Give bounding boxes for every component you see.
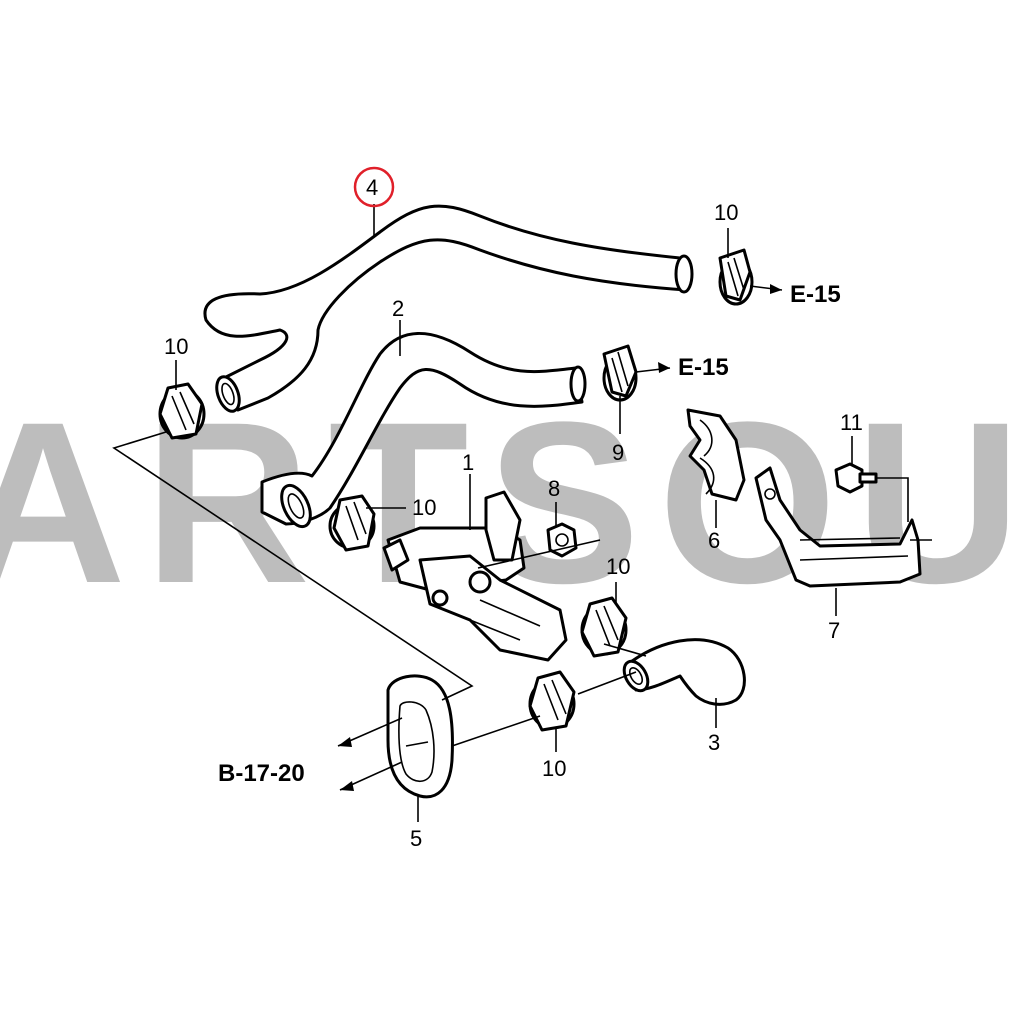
callout-7: 7: [828, 618, 840, 643]
callout-6: 6: [708, 528, 720, 553]
clamp-part-10-mid[interactable]: [602, 344, 638, 402]
clamp-part-10-right[interactable]: [580, 596, 628, 658]
callout-10-right: 10: [606, 554, 630, 579]
leader-lines: [112, 204, 932, 822]
bolt-part-11[interactable]: [834, 462, 878, 494]
ref-e15-top[interactable]: E-15: [790, 281, 841, 308]
clip-part-6[interactable]: [686, 408, 746, 502]
callout-10-bottom: 10: [542, 756, 566, 781]
callout-8: 8: [548, 476, 560, 501]
hose-part-3[interactable]: [619, 638, 746, 706]
ref-b17-20[interactable]: B-17-20: [218, 760, 305, 787]
callout-10-center: 10: [412, 495, 436, 520]
callout-9: 9: [612, 440, 624, 465]
callout-1: 1: [462, 450, 474, 475]
grommet-part-5[interactable]: [386, 674, 454, 799]
callout-2: 2: [392, 296, 404, 321]
callout-10-left: 10: [164, 334, 188, 359]
valve-assembly-part-1[interactable]: [382, 490, 568, 662]
clamp-part-10-top[interactable]: [718, 248, 754, 306]
ref-e15-mid[interactable]: E-15: [678, 354, 729, 381]
callout-11: 11: [840, 410, 863, 435]
clamp-part-10-center[interactable]: [328, 494, 376, 552]
callout-5: 5: [410, 826, 422, 851]
callout-3: 3: [708, 730, 720, 755]
clamp-part-10-left[interactable]: [158, 382, 206, 440]
hose-part-4[interactable]: [203, 204, 694, 414]
callout-4: 4: [366, 175, 378, 200]
clamp-part-10-bottom[interactable]: [528, 670, 576, 732]
callout-10-top: 10: [714, 200, 738, 225]
hose-part-2[interactable]: [260, 332, 587, 531]
nut-part-8[interactable]: [546, 522, 578, 558]
highlight-circle: [353, 166, 395, 208]
